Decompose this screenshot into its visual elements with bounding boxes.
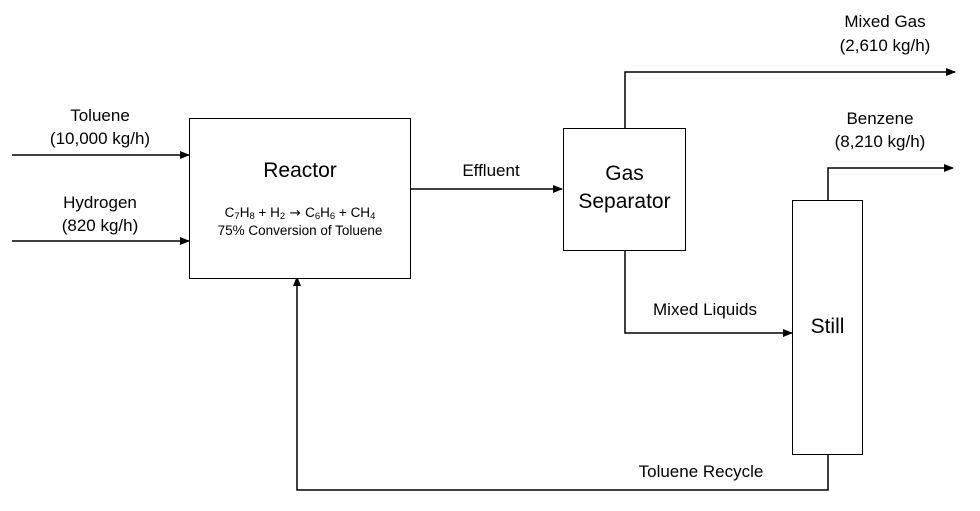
mixed-gas-rate: (2,610 kg/h) xyxy=(839,36,931,55)
benzene-label: Benzene xyxy=(846,109,914,128)
toluene-label: Toluene xyxy=(70,106,130,125)
mixed-liquids-label: Mixed Liquids xyxy=(653,300,757,319)
mixed-gas-label: Mixed Gas xyxy=(844,12,926,31)
reaction-equation: C7H8 + H2 → C6H6 + CH4 xyxy=(224,205,376,222)
hydrogen-label: Hydrogen xyxy=(63,193,137,212)
still-box xyxy=(792,200,863,455)
reactor-title: Reactor xyxy=(263,159,337,182)
still-title: Still xyxy=(810,315,845,338)
gas-separator-box xyxy=(563,128,686,251)
gas-separator-title-line2: Separator xyxy=(578,190,671,213)
toluene-recycle-line xyxy=(293,276,829,491)
reactor-box xyxy=(189,118,411,279)
benzene-rate: (8,210 kg/h) xyxy=(834,132,926,151)
toluene-rate: (10,000 kg/h) xyxy=(49,129,151,148)
gas-separator-title-line1: Gas xyxy=(605,162,644,185)
mixed-gas-line xyxy=(624,68,956,128)
toluene-recycle-label: Toluene Recycle xyxy=(638,462,764,481)
benzene-line xyxy=(827,164,954,200)
reaction-arrow-icon: → xyxy=(285,205,306,221)
conversion-text: 75% Conversion of Toluene xyxy=(217,223,383,238)
effluent-label: Effluent xyxy=(462,161,520,180)
hydrogen-rate: (820 kg/h) xyxy=(61,216,139,235)
mixed-liquids-line xyxy=(624,251,793,337)
